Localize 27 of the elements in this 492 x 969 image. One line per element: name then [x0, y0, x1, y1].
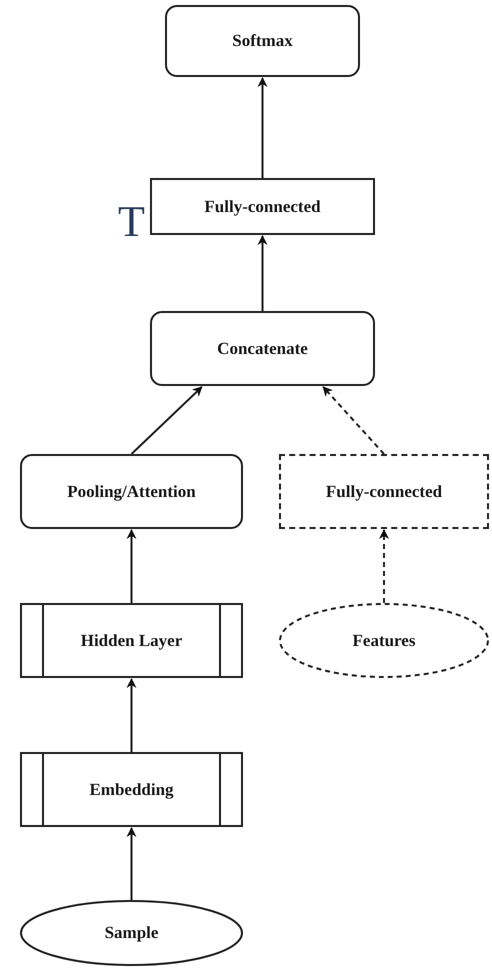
arrow [126, 827, 136, 900]
node-label: Features [352, 630, 416, 650]
node-label: Softmax [232, 31, 293, 51]
node-label: Sample [104, 923, 158, 943]
node-label: Fully-connected [204, 196, 321, 216]
process-box [150, 178, 375, 235]
arrow [126, 678, 136, 752]
node-label: Pooling/Attention [67, 482, 196, 502]
process-box [20, 454, 243, 529]
arrow [258, 77, 268, 178]
node-label: Hidden Layer [80, 630, 182, 650]
process-box [279, 454, 489, 529]
node-label: Embedding [89, 780, 174, 800]
arrow [258, 235, 268, 311]
input-ellipse [20, 900, 243, 966]
input-ellipse [279, 603, 489, 678]
arrow [126, 529, 136, 603]
layer-box [20, 752, 243, 827]
node-label: Fully-connected [326, 482, 442, 502]
layer-box [20, 603, 243, 678]
arrow [379, 529, 389, 603]
process-box [165, 5, 360, 77]
arrow [130, 386, 202, 455]
node-label: Concatenate [217, 338, 308, 358]
text-fragment: T [118, 200, 145, 244]
arrow [322, 386, 385, 455]
process-box [150, 311, 375, 386]
